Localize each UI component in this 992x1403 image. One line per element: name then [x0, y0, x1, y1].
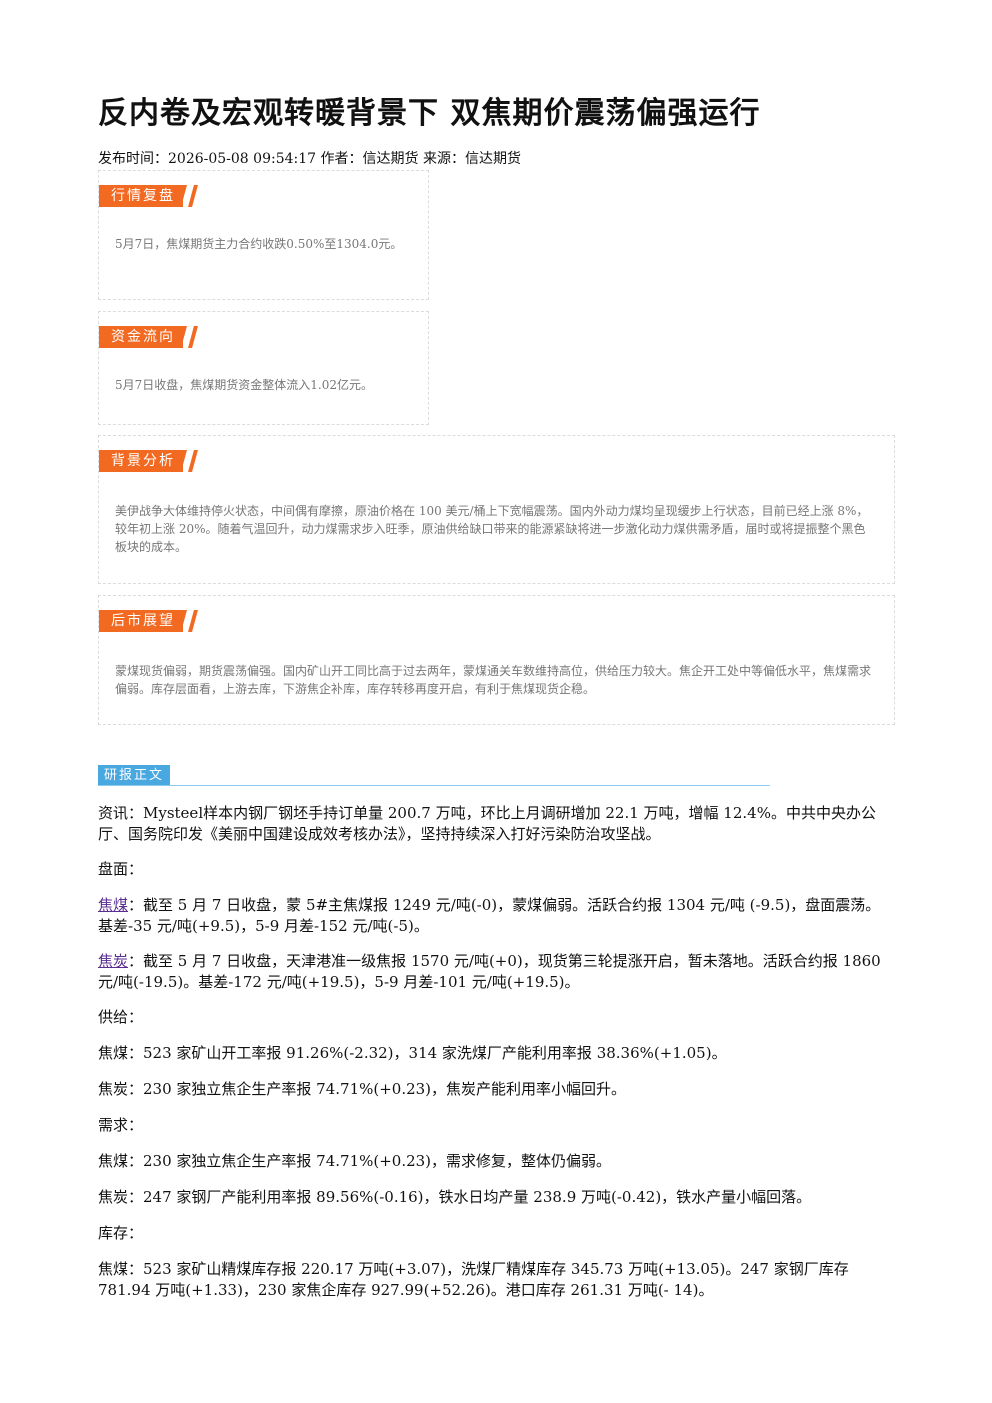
card-text: 蒙煤现货偏弱，期货震荡偏强。国内矿山开工同比高于过去两年，蒙煤通关车数维持高位，… [115, 664, 872, 696]
report-heading: 研报正文 [98, 765, 171, 786]
paragraph-text: ：截至 5 月 7 日收盘，天津港准一级焦报 1570 元/吨(+0)，现货第三… [98, 952, 881, 991]
article-meta: 发布时间：2026-05-08 09:54:17 作者：信达期货 来源：信达期货 [98, 151, 521, 167]
supply-coke: 焦炭：230 家独立焦企生产率报 74.71%(+0.23)，焦炭产能利用率小幅… [98, 1080, 627, 1098]
card-heading: 后市展望 [99, 610, 187, 632]
card-market-review: 行情复盘 5月7日，焦煤期货主力合约收跌0.50%至1304.0元。 [98, 170, 429, 300]
section-label-stock: 库存： [98, 1224, 144, 1242]
paragraph-coking-coal: 焦煤：截至 5 月 7 日收盘，蒙 5#主焦煤报 1249 元/吨(-0)，蒙煤… [98, 895, 895, 937]
supply-coal: 焦煤：523 家矿山开工率报 91.26%(-2.32)，314 家洗煤厂产能利… [98, 1044, 727, 1062]
report-divider [98, 785, 770, 786]
card-heading: 行情复盘 [99, 185, 187, 207]
section-label-panmian: 盘面： [98, 860, 144, 878]
card-heading: 资金流向 [99, 326, 187, 348]
section-label-demand: 需求： [98, 1116, 144, 1134]
section-label-supply: 供给： [98, 1008, 144, 1026]
card-text: 5月7日，焦煤期货主力合约收跌0.50%至1304.0元。 [115, 237, 403, 251]
article-title: 反内卷及宏观转暖背景下 双焦期价震荡偏强运行 [98, 96, 761, 131]
card-text: 5月7日收盘，焦煤期货资金整体流入1.02亿元。 [115, 378, 373, 392]
link-coke[interactable]: 焦炭 [98, 952, 129, 970]
card-heading: 背景分析 [99, 450, 187, 472]
paragraph-coke: 焦炭：截至 5 月 7 日收盘，天津港准一级焦报 1570 元/吨(+0)，现货… [98, 951, 895, 993]
demand-coke: 焦炭：247 家钢厂产能利用率报 89.56%(-0.16)，铁水日均产量 23… [98, 1188, 812, 1206]
stock-coal: 焦煤：523 家矿山精煤库存报 220.17 万吨(+3.07)，洗煤厂精煤库存… [98, 1260, 849, 1299]
card-capital-flow: 资金流向 5月7日收盘，焦煤期货资金整体流入1.02亿元。 [98, 311, 429, 425]
paragraph-text: ：截至 5 月 7 日收盘，蒙 5#主焦煤报 1249 元/吨(-0)，蒙煤偏弱… [98, 896, 881, 935]
demand-coal: 焦煤：230 家独立焦企生产率报 74.71%(+0.23)，需求修复，整体仍偏… [98, 1152, 612, 1170]
report-news: 资讯：Mysteel样本内钢厂钢坯手持订单量 200.7 万吨，环比上月调研增加… [98, 804, 876, 843]
card-outlook: 后市展望 蒙煤现货偏弱，期货震荡偏强。国内矿山开工同比高于过去两年，蒙煤通关车数… [98, 595, 895, 725]
card-text: 美伊战争大体维持停火状态，中间偶有摩擦，原油价格在 100 美元/桶上下宽幅震荡… [115, 504, 869, 554]
link-coking-coal[interactable]: 焦煤 [98, 896, 129, 914]
card-background: 背景分析 美伊战争大体维持停火状态，中间偶有摩擦，原油价格在 100 美元/桶上… [98, 435, 895, 584]
